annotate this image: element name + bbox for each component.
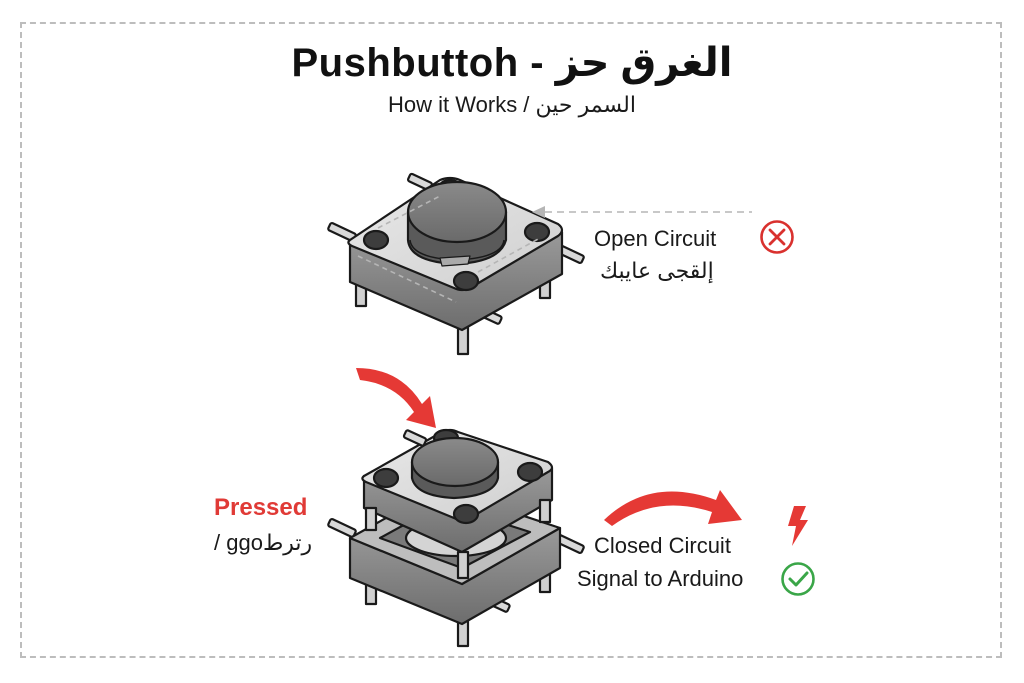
lightning-bolt-icon [788,506,808,546]
diagram-frame [20,22,1002,658]
switch-open-pins [327,172,585,356]
check-circle-icon [781,562,815,596]
closed-arrow [604,490,742,526]
pressed-label-ar: / ggoرترط [214,530,313,555]
diagram-title: Pushbuttoh - الغرق حز [291,41,733,85]
open-circuit-label-ar: إلقجى عايبك [600,258,714,283]
diagram-subtitle: How it Works / السمر حين [388,92,636,117]
open-circuit-label: Open Circuit [594,226,717,251]
press-arrow [356,368,436,428]
switch-open [327,172,585,356]
x-circle-icon [760,220,794,254]
pressed-label: Pressed [214,494,308,521]
switch-pressed [327,428,585,648]
open-pointer [532,206,752,218]
signal-label: Signal to Arduino [577,566,744,591]
closed-circuit-label: Closed Circuit [594,533,731,558]
